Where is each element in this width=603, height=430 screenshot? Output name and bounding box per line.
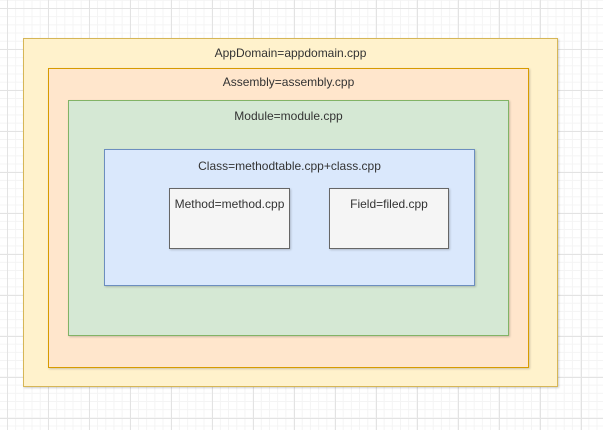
node-method-label: Method=method.cpp (174, 197, 285, 211)
node-module-label: Module=module.cpp (234, 109, 343, 123)
node-method[interactable]: Method=method.cpp (169, 188, 290, 249)
node-class-label: Class=methodtable.cpp+class.cpp (198, 159, 381, 173)
node-appdomain[interactable]: AppDomain=appdomain.cpp Assembly=assembl… (23, 38, 558, 387)
node-appdomain-label: AppDomain=appdomain.cpp (214, 46, 367, 60)
node-class[interactable]: Class=methodtable.cpp+class.cpp Method=m… (104, 149, 475, 286)
node-field[interactable]: Field=filed.cpp (329, 188, 449, 249)
node-field-label: Field=filed.cpp (350, 197, 428, 211)
node-module[interactable]: Module=module.cpp Class=methodtable.cpp+… (68, 100, 509, 336)
node-assembly[interactable]: Assembly=assembly.cpp Module=module.cpp … (48, 68, 529, 368)
node-assembly-label: Assembly=assembly.cpp (222, 75, 355, 89)
